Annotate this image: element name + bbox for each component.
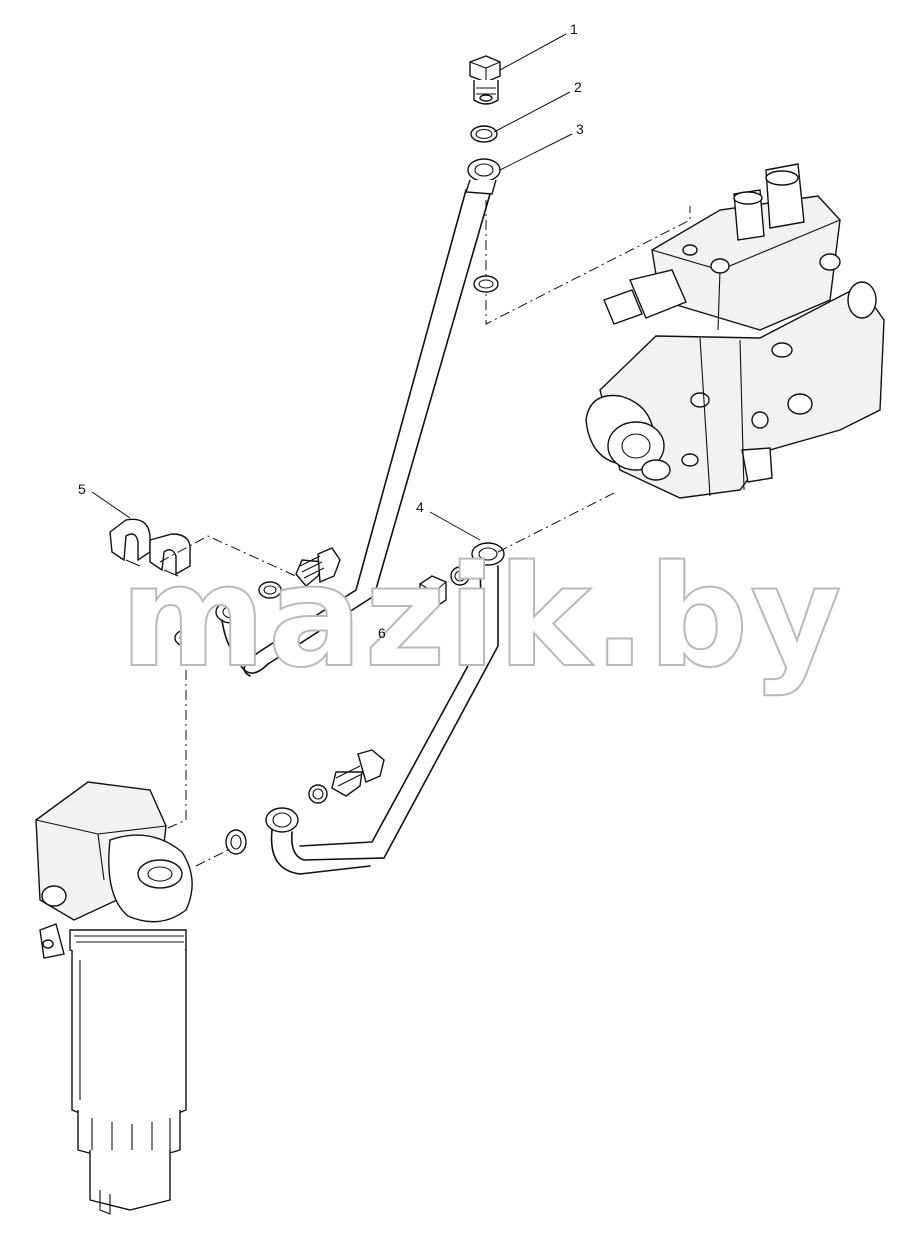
callout-6: 6 [378, 625, 386, 641]
banjo-fitting-lower [265, 807, 371, 875]
assembly-lines [159, 200, 691, 867]
pipe-clamp [109, 518, 191, 577]
plug-fitting [419, 575, 447, 609]
washer-right [450, 566, 470, 586]
banjo-bolt-lower [331, 749, 385, 797]
injection-pump [585, 163, 885, 499]
callout-4: 4 [416, 499, 424, 515]
washer-left-2 [258, 581, 282, 599]
seal-washer-top [470, 125, 498, 143]
callout-1: 1 [570, 21, 578, 37]
washer-left [174, 629, 198, 647]
washer-lower [308, 784, 328, 804]
watermark-text: mazik.by [119, 536, 844, 699]
washer-pump [473, 275, 499, 293]
callout-5: 5 [78, 481, 86, 497]
fuel-pipe-upper [237, 189, 491, 677]
banjo-fitting-top [465, 158, 501, 195]
banjo-bolt-top [469, 55, 501, 105]
callout-2: 2 [574, 79, 582, 95]
fuel-filter-assembly [35, 781, 193, 1215]
callout-3: 3 [576, 121, 584, 137]
banjo-fitting-right [299, 542, 505, 861]
banjo-fitting-left [215, 600, 253, 661]
washer-filter [225, 829, 247, 855]
banjo-bolt-left [295, 547, 341, 587]
callout-leaders [91, 33, 573, 631]
